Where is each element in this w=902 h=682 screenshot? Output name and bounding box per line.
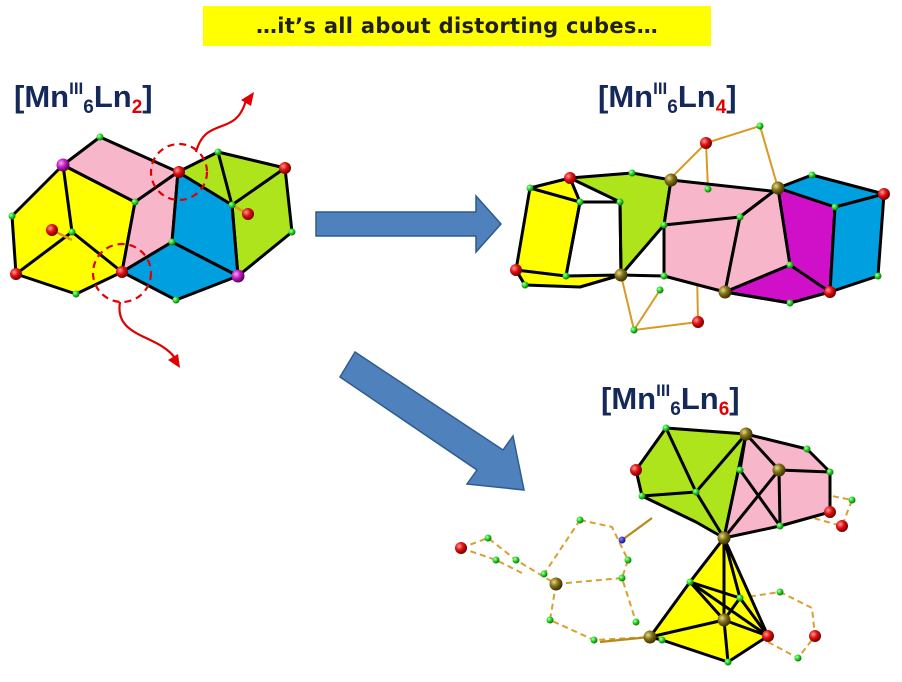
- atom-oxygen: [692, 316, 704, 328]
- atom-oxygen: [10, 268, 22, 280]
- atom-oxygen: [510, 264, 522, 276]
- title-banner: …it’s all about distorting cubes…: [203, 6, 711, 46]
- atom-oxygen: [564, 172, 576, 184]
- atom-oxygen: [242, 208, 254, 220]
- atom-metal: [664, 173, 678, 187]
- atom-oxygen: [762, 630, 774, 642]
- cluster-mn6ln4: [510, 122, 890, 334]
- atom-oxygen: [824, 506, 836, 518]
- atom-metal: [772, 463, 786, 477]
- curved-arrow: [194, 99, 248, 153]
- atom-ln: [56, 158, 70, 172]
- atom-oxygen: [279, 162, 291, 174]
- atom-metal: [614, 268, 628, 282]
- atom-oxygen: [46, 224, 58, 236]
- atom-oxygen: [173, 166, 185, 178]
- arrowhead: [168, 354, 180, 368]
- atom-metal: [771, 181, 785, 195]
- atom-nitrogen: [618, 536, 626, 544]
- face-yellow: [514, 268, 623, 289]
- arrow-right: [315, 194, 503, 254]
- atom-oxygen: [809, 630, 821, 642]
- curved-arrow: [118, 301, 176, 359]
- formula-mn6ln6: [MnIII6Ln6]: [601, 381, 740, 420]
- atom-oxygen: [878, 188, 890, 200]
- atom-oxygen: [700, 137, 712, 149]
- arrow-down-right: [338, 350, 525, 491]
- arrowhead: [241, 92, 254, 106]
- formula-mn6ln2: [MnIII6Ln2]: [14, 79, 153, 118]
- atom-ln: [231, 269, 245, 283]
- atom-oxygen: [836, 520, 848, 532]
- atom-oxygen: [116, 266, 128, 278]
- atom-oxygen: [630, 464, 642, 476]
- atom-oxygen: [455, 542, 467, 554]
- formula-mn6ln4: [MnIII6Ln4]: [598, 79, 737, 118]
- cluster-mn6ln2: [8, 92, 296, 368]
- atom-metal: [717, 613, 731, 627]
- atom-metal: [739, 427, 753, 441]
- atom-oxygen: [824, 286, 836, 298]
- atom-metal: [718, 285, 732, 299]
- atom-metal: [643, 630, 657, 644]
- highlight-circle: [91, 242, 153, 304]
- cluster-mn6ln6: [455, 424, 856, 666]
- atom-metal: [717, 531, 731, 545]
- highlight-circle: [149, 142, 209, 202]
- atom-metal: [549, 577, 563, 591]
